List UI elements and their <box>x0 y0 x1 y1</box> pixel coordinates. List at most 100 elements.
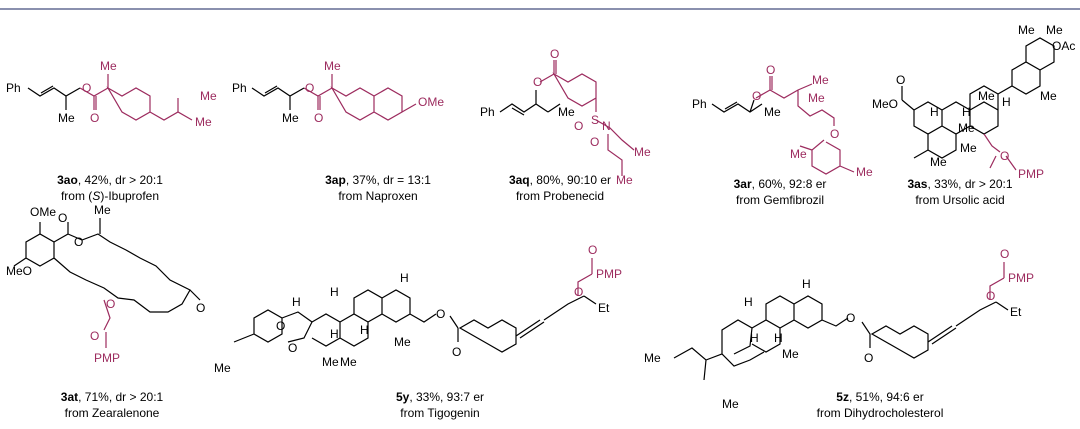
atom-label: Me <box>94 203 111 217</box>
compound-stats: , 80%, 90:10 er <box>529 173 612 187</box>
atom-label: Me <box>808 91 825 105</box>
bond-lines <box>901 37 1055 159</box>
bond-lines <box>755 76 855 175</box>
atom-label: OMe <box>418 95 444 109</box>
atom-label: Me <box>1018 23 1035 37</box>
bond-lines <box>103 299 111 348</box>
compound-id: 5y <box>395 390 410 404</box>
compound-source: from Probenecid <box>515 189 605 203</box>
compound-stats: , 60%, 92:8 er <box>751 177 827 191</box>
atom-label: H <box>802 277 811 291</box>
atom-label: O <box>196 301 205 315</box>
atom-label: H <box>330 285 339 299</box>
bond-lines <box>711 99 763 113</box>
source-stereo: S <box>92 189 101 203</box>
atom-label: H <box>930 105 939 119</box>
atom-label: H <box>292 295 301 309</box>
atom-label: Me <box>764 105 781 119</box>
atom-label: O <box>766 63 775 77</box>
atom-label: O <box>550 47 559 61</box>
compound-id: 3ap <box>325 173 346 187</box>
atom-label: Me <box>856 165 873 179</box>
atom-label: Me <box>195 115 212 129</box>
atom-label: O <box>533 75 542 89</box>
atom-label: Me <box>58 111 75 125</box>
atom-label: Me <box>958 121 975 135</box>
atom-label: PMP <box>94 351 120 365</box>
atom-label: Me <box>1046 23 1063 37</box>
compound-id: 3as <box>907 177 928 191</box>
atom-label: H <box>962 105 971 119</box>
atom-label: OMe <box>30 205 56 219</box>
atom-label: Me <box>200 89 217 103</box>
atom-label: O <box>574 285 583 299</box>
atom-label: H <box>400 271 409 285</box>
atom-label: Et <box>598 301 610 315</box>
structure-3ar: O O Me Me Ph Me O Me Me <box>692 63 873 179</box>
bond-lines <box>27 85 81 110</box>
bond-lines <box>303 74 417 121</box>
atom-label: O <box>574 119 583 133</box>
source-suffix: )-Ibuprofen <box>100 189 160 203</box>
atom-label: Me <box>644 351 661 365</box>
bond-lines <box>983 133 1017 171</box>
caption-3as: 3as, 33%, dr > 20:1 from Ursolic acid <box>850 176 1070 208</box>
structure-3aq: O O Ph Me S O O N Me Me <box>480 47 651 187</box>
atom-label: Me <box>340 355 357 369</box>
caption-3ar: 3ar, 60%, 92:8 er from Gemfibrozil <box>670 176 890 208</box>
atom-label: O <box>106 297 115 311</box>
atom-label: Me <box>930 155 947 169</box>
caption-3ap: 3ap, 37%, dr = 13:1 from Naproxen <box>268 172 488 204</box>
caption-5y: 5y, 33%, 93:7 er from Tigogenin <box>330 389 550 421</box>
atom-label: OAc <box>1052 39 1075 53</box>
atom-label: O <box>752 89 761 103</box>
atom-label: Me <box>214 361 231 375</box>
atom-label: Me <box>322 355 339 369</box>
compound-id: 3ar <box>733 177 752 191</box>
compound-stats: , 51%, 94:6 er <box>848 390 924 404</box>
atom-label: MeO <box>6 264 32 278</box>
bond-lines <box>861 301 1009 359</box>
atom-label: H <box>1002 95 1011 109</box>
atom-label: Me <box>616 173 633 187</box>
bond-lines <box>449 295 597 353</box>
compound-source: from Zearalenone <box>64 406 160 420</box>
compound-source: from Ursolic acid <box>915 193 1005 207</box>
compound-source: from Tigogenin <box>400 406 480 420</box>
atom-label: Me <box>634 145 651 159</box>
atom-label: O <box>90 329 99 343</box>
structure-3as: Me Me OAc Me O MeO H Me H H Me Me O O PM… <box>872 23 1075 181</box>
atom-label: Me <box>722 397 739 411</box>
structure-5y: O PMP O Et H H O H H H O Me Me Me H O O … <box>214 243 622 375</box>
bond-lines <box>577 258 593 296</box>
atom-label: O <box>588 243 597 257</box>
atom-label: O <box>846 311 855 325</box>
compound-stats: , 33%, dr > 20:1 <box>927 177 1013 191</box>
bond-lines <box>251 85 305 110</box>
atom-label: Me <box>1040 89 1057 103</box>
atom-label: Me <box>960 141 977 155</box>
source-prefix: from ( <box>60 189 93 203</box>
atom-label: H <box>744 295 753 309</box>
compound-stats: , 33%, 93:7 er <box>409 390 485 404</box>
atom-label: N <box>602 119 611 133</box>
caption-5z: 5z, 51%, 94:6 er from Dihydrocholesterol <box>770 389 990 421</box>
structure-3ap: Ph Me O O Me OMe <box>232 59 444 125</box>
atom-label: Ph <box>6 81 21 95</box>
bond-lines <box>233 289 437 347</box>
caption-3aq: 3aq, 80%, 90:10 er from Probenecid <box>450 172 670 204</box>
bond-lines <box>989 262 1005 300</box>
atom-label: O <box>1000 247 1009 261</box>
caption-3at: 3at, 71%, dr > 20:1 from Zearalenone <box>2 389 222 421</box>
bond-lines <box>539 60 635 176</box>
bond-lines <box>13 218 201 313</box>
atom-label: H <box>360 323 369 337</box>
atom-label: Me <box>100 59 117 73</box>
top-rule <box>0 8 1080 10</box>
atom-label: O <box>58 211 67 225</box>
compound-stats: , 42%, dr > 20:1 <box>77 173 163 187</box>
atom-label: O <box>305 81 314 95</box>
atom-label: Me <box>324 59 341 73</box>
bond-lines <box>673 295 849 381</box>
